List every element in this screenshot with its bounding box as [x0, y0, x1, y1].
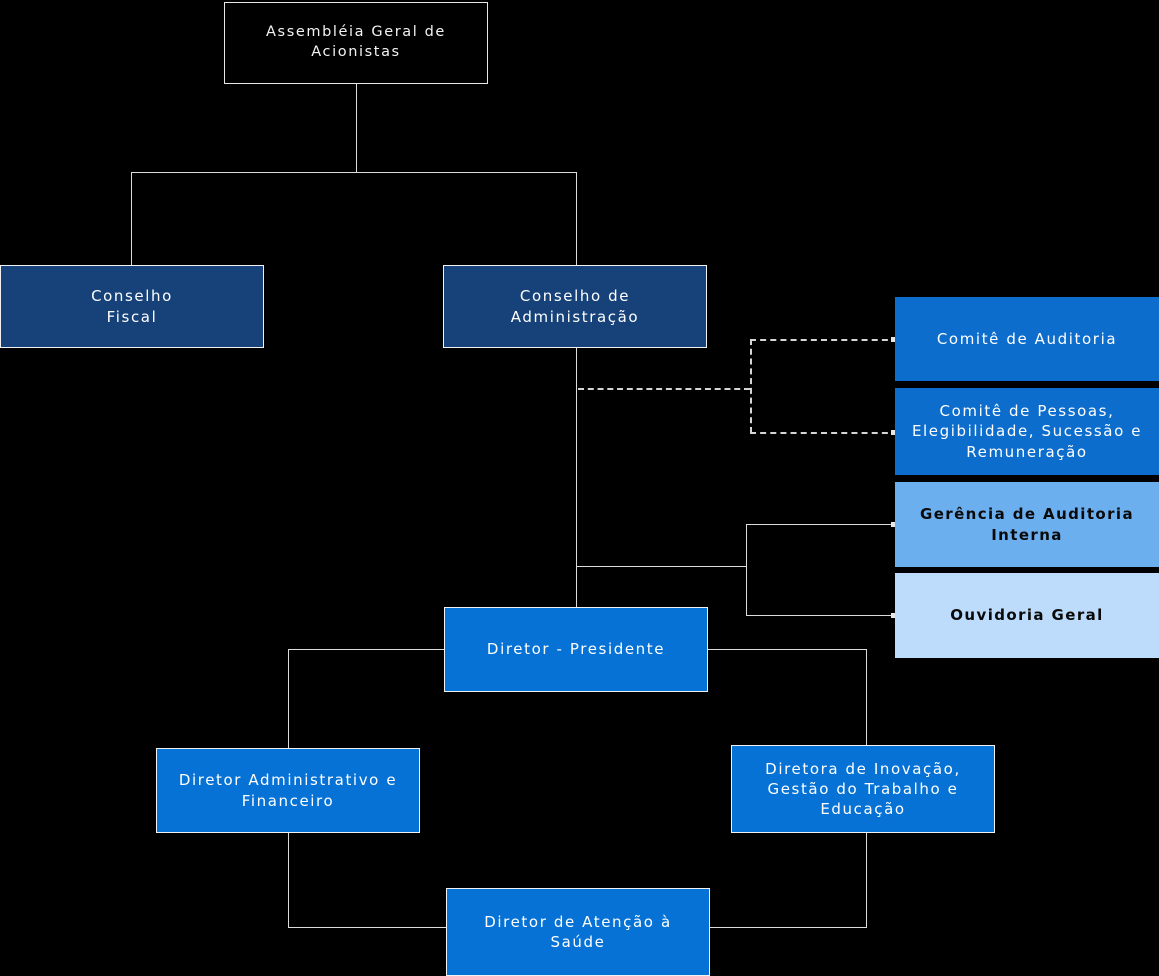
- connector-to-gerencia-auditoria: [746, 524, 896, 525]
- node-comite-de-pessoas-elegibilidade-sucessao-remuneracao[interactable]: Comitê de Pessoas, Elegibilidade, Sucess…: [895, 388, 1159, 475]
- connector-presidente-branch-right: [576, 566, 746, 567]
- node-label: Ouvidoria Geral: [950, 606, 1104, 625]
- connector-presidente-branch-spine: [746, 524, 747, 616]
- connector-bus-to-conselho-administracao: [576, 172, 577, 266]
- connector-endpoint-comite-pessoas: [891, 430, 896, 435]
- connector-presidente-to-diretor-administrativo-h: [288, 649, 446, 650]
- node-label: Conselho Fiscal: [91, 287, 173, 326]
- connector-diretora-inovacao-to-saude-h: [709, 927, 867, 928]
- connector-presidente-to-diretor-administrativo-v: [288, 649, 289, 749]
- connector-assembleia-down: [356, 84, 357, 173]
- connector-dotted-to-comite-pessoas: [750, 432, 898, 434]
- node-label: Diretor de Atenção à Saúde: [484, 912, 672, 951]
- connector-dotted-to-comite-auditoria: [750, 339, 898, 341]
- connector-diretor-administrativo-to-saude-v: [288, 833, 289, 928]
- connector-diretor-administrativo-to-saude-h: [288, 927, 448, 928]
- connector-presidente-to-diretora-inovacao-v: [866, 649, 867, 746]
- connector-to-ouvidoria: [746, 615, 896, 616]
- node-comite-de-auditoria[interactable]: Comitê de Auditoria: [895, 297, 1159, 381]
- connector-endpoint-ouvidoria: [891, 613, 896, 618]
- node-label: Comitê de Pessoas, Elegibilidade, Sucess…: [911, 402, 1143, 461]
- connector-endpoint-gerencia-auditoria: [891, 522, 896, 527]
- node-label: Gerência de Auditoria Interna: [920, 505, 1134, 544]
- connector-conselho-administracao-to-presidente: [576, 348, 577, 610]
- node-label: Diretora de Inovação, Gestão do Trabalho…: [765, 759, 961, 819]
- connector-endpoint-comite-auditoria: [891, 337, 896, 342]
- node-gerencia-de-auditoria-interna[interactable]: Gerência de Auditoria Interna: [895, 482, 1159, 567]
- node-assembleia-geral-de-acionistas[interactable]: Assembléia Geral de Acionistas: [224, 2, 488, 84]
- connector-dotted-spine: [750, 339, 752, 433]
- node-label: Diretor - Presidente: [486, 640, 666, 659]
- node-conselho-de-administracao[interactable]: Conselho de Administração: [443, 265, 707, 348]
- node-diretor-administrativo-e-financeiro[interactable]: Diretor Administrativo e Financeiro: [156, 748, 420, 833]
- connector-presidente-to-diretora-inovacao-h: [707, 649, 867, 650]
- node-label: Diretor Administrativo e Financeiro: [178, 771, 398, 810]
- node-label: Comitê de Auditoria: [936, 329, 1118, 348]
- node-diretor-de-atencao-a-saude[interactable]: Diretor de Atenção à Saúde: [446, 888, 710, 976]
- connector-bus-top: [131, 172, 577, 173]
- connector-dotted-conselho-to-spine: [578, 388, 750, 390]
- connector-diretora-inovacao-to-saude-v: [866, 833, 867, 928]
- node-diretora-de-inovacao-gestao-do-trabalho-e-educacao[interactable]: Diretora de Inovação, Gestão do Trabalho…: [731, 745, 995, 833]
- node-ouvidoria-geral[interactable]: Ouvidoria Geral: [895, 573, 1159, 658]
- node-diretor-presidente[interactable]: Diretor - Presidente: [444, 607, 708, 692]
- connector-bus-to-conselho-fiscal: [131, 172, 132, 266]
- node-label: Conselho de Administração: [510, 287, 640, 326]
- node-conselho-fiscal[interactable]: Conselho Fiscal: [0, 265, 264, 348]
- node-label: Assembléia Geral de Acionistas: [266, 24, 446, 60]
